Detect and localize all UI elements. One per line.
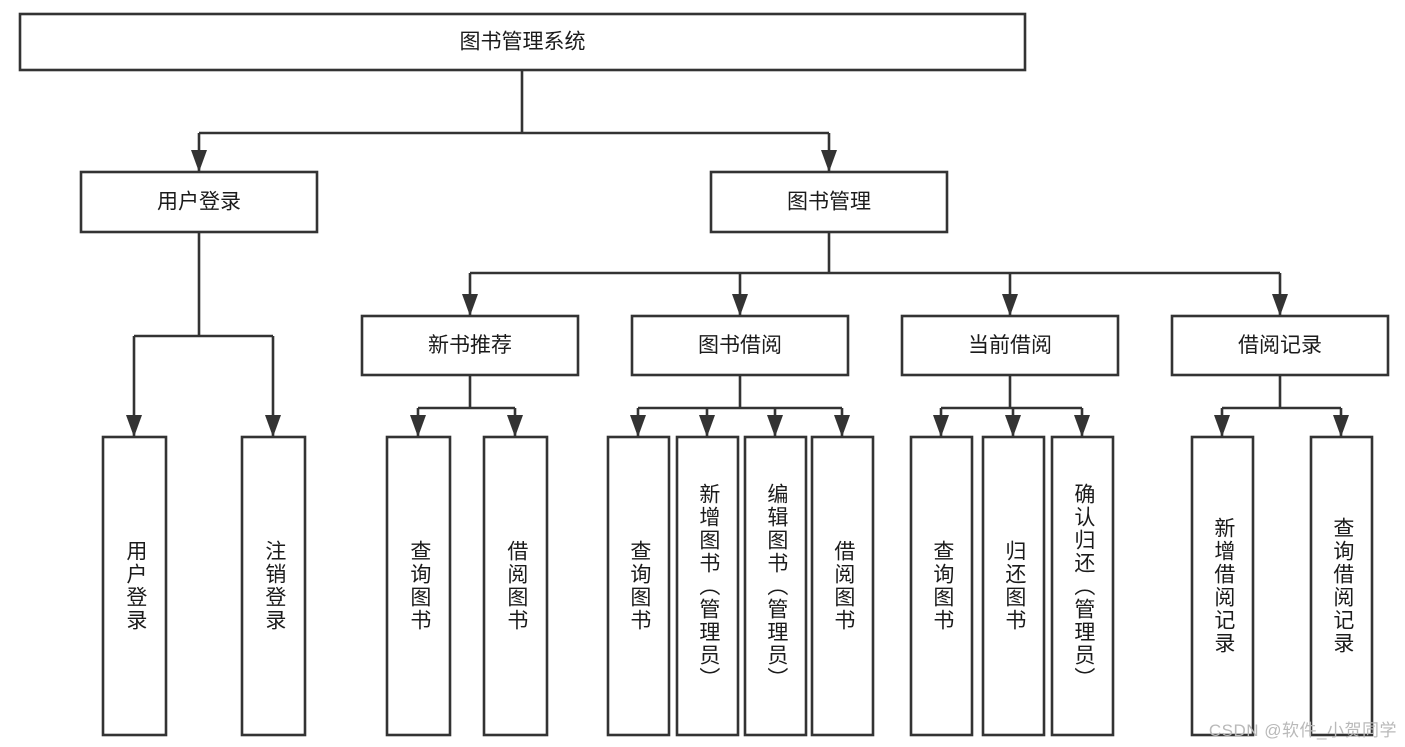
- node-leaf-query-book-rec-box: [385, 435, 452, 737]
- connector-arrowhead: [1074, 415, 1090, 437]
- watermark-credit: CSDN @软件_小贺同学: [1208, 721, 1397, 740]
- node-borrow-record-label: 借阅记录: [1238, 334, 1322, 357]
- connector-arrowhead: [1214, 415, 1230, 437]
- node-book-borrow-label: 图书借阅: [698, 334, 782, 357]
- connector-arrowhead: [1272, 294, 1288, 316]
- connector-arrowhead: [933, 415, 949, 437]
- node-book-manage-box: [709, 170, 949, 234]
- node-current-borrow-label: 当前借阅: [968, 334, 1052, 357]
- node-leaf-query-book-borrow-box: [606, 435, 671, 737]
- node-leaf-borrow-book-box: [810, 435, 875, 737]
- node-leaf-borrow-book-rec-box: [482, 435, 549, 737]
- connector-arrowhead: [1005, 415, 1021, 437]
- node-leaf-logout-box: [240, 435, 307, 737]
- node-current-borrow-box: [900, 314, 1120, 377]
- node-leaf-query-book-current-box: [909, 435, 974, 737]
- node-new-book-recommend-label: 新书推荐: [428, 334, 512, 357]
- node-book-borrow-box: [630, 314, 850, 377]
- connector-arrowhead: [630, 415, 646, 437]
- connector-arrowhead: [834, 415, 850, 437]
- connector-arrowhead: [462, 294, 478, 316]
- connector-layer: [126, 70, 1349, 437]
- connector-arrowhead: [507, 415, 523, 437]
- connector-arrowhead: [265, 415, 281, 437]
- connector-arrowhead: [410, 415, 426, 437]
- connector-arrowhead: [821, 150, 837, 172]
- node-leaf-confirm-return-admin-box: [1050, 435, 1115, 737]
- connector-arrowhead: [191, 150, 207, 172]
- connector-arrowhead: [126, 415, 142, 437]
- connector-arrowhead: [732, 294, 748, 316]
- node-new-book-recommend-box: [360, 314, 580, 377]
- node-book-manage-label: 图书管理: [787, 191, 871, 214]
- connector-arrowhead: [1333, 415, 1349, 437]
- node-leaf-query-borrow-record-box: [1309, 435, 1374, 737]
- node-leaf-edit-book-admin-box: [743, 435, 808, 737]
- node-root-label: 图书管理系统: [460, 31, 586, 54]
- node-leaf-add-book-admin-box: [675, 435, 740, 737]
- connector-arrowhead: [1002, 294, 1018, 316]
- node-borrow-record-box: [1170, 314, 1390, 377]
- node-root-box: [18, 12, 1027, 72]
- node-user-login-label: 用户登录: [157, 191, 241, 214]
- connector-arrowhead: [699, 415, 715, 437]
- connector-arrowhead: [767, 415, 783, 437]
- box-layer: [18, 12, 1390, 737]
- node-user-login-box: [79, 170, 319, 234]
- node-leaf-add-borrow-record-box: [1190, 435, 1255, 737]
- node-leaf-return-book-box: [981, 435, 1046, 737]
- node-leaf-user-login-box: [101, 435, 168, 737]
